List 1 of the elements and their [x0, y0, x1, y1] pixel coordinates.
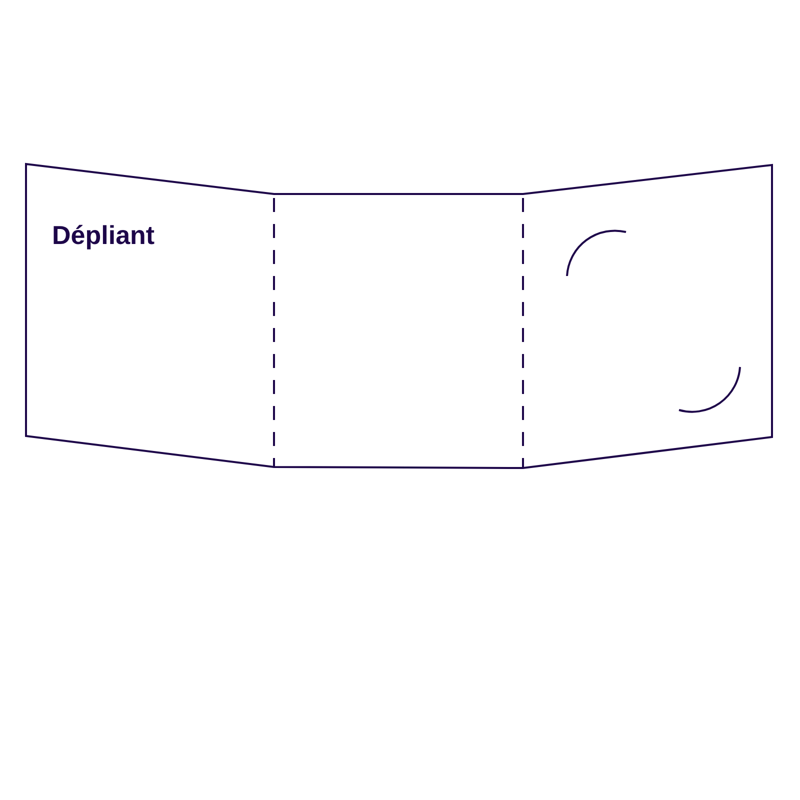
- title-label: Dépliant: [52, 220, 155, 250]
